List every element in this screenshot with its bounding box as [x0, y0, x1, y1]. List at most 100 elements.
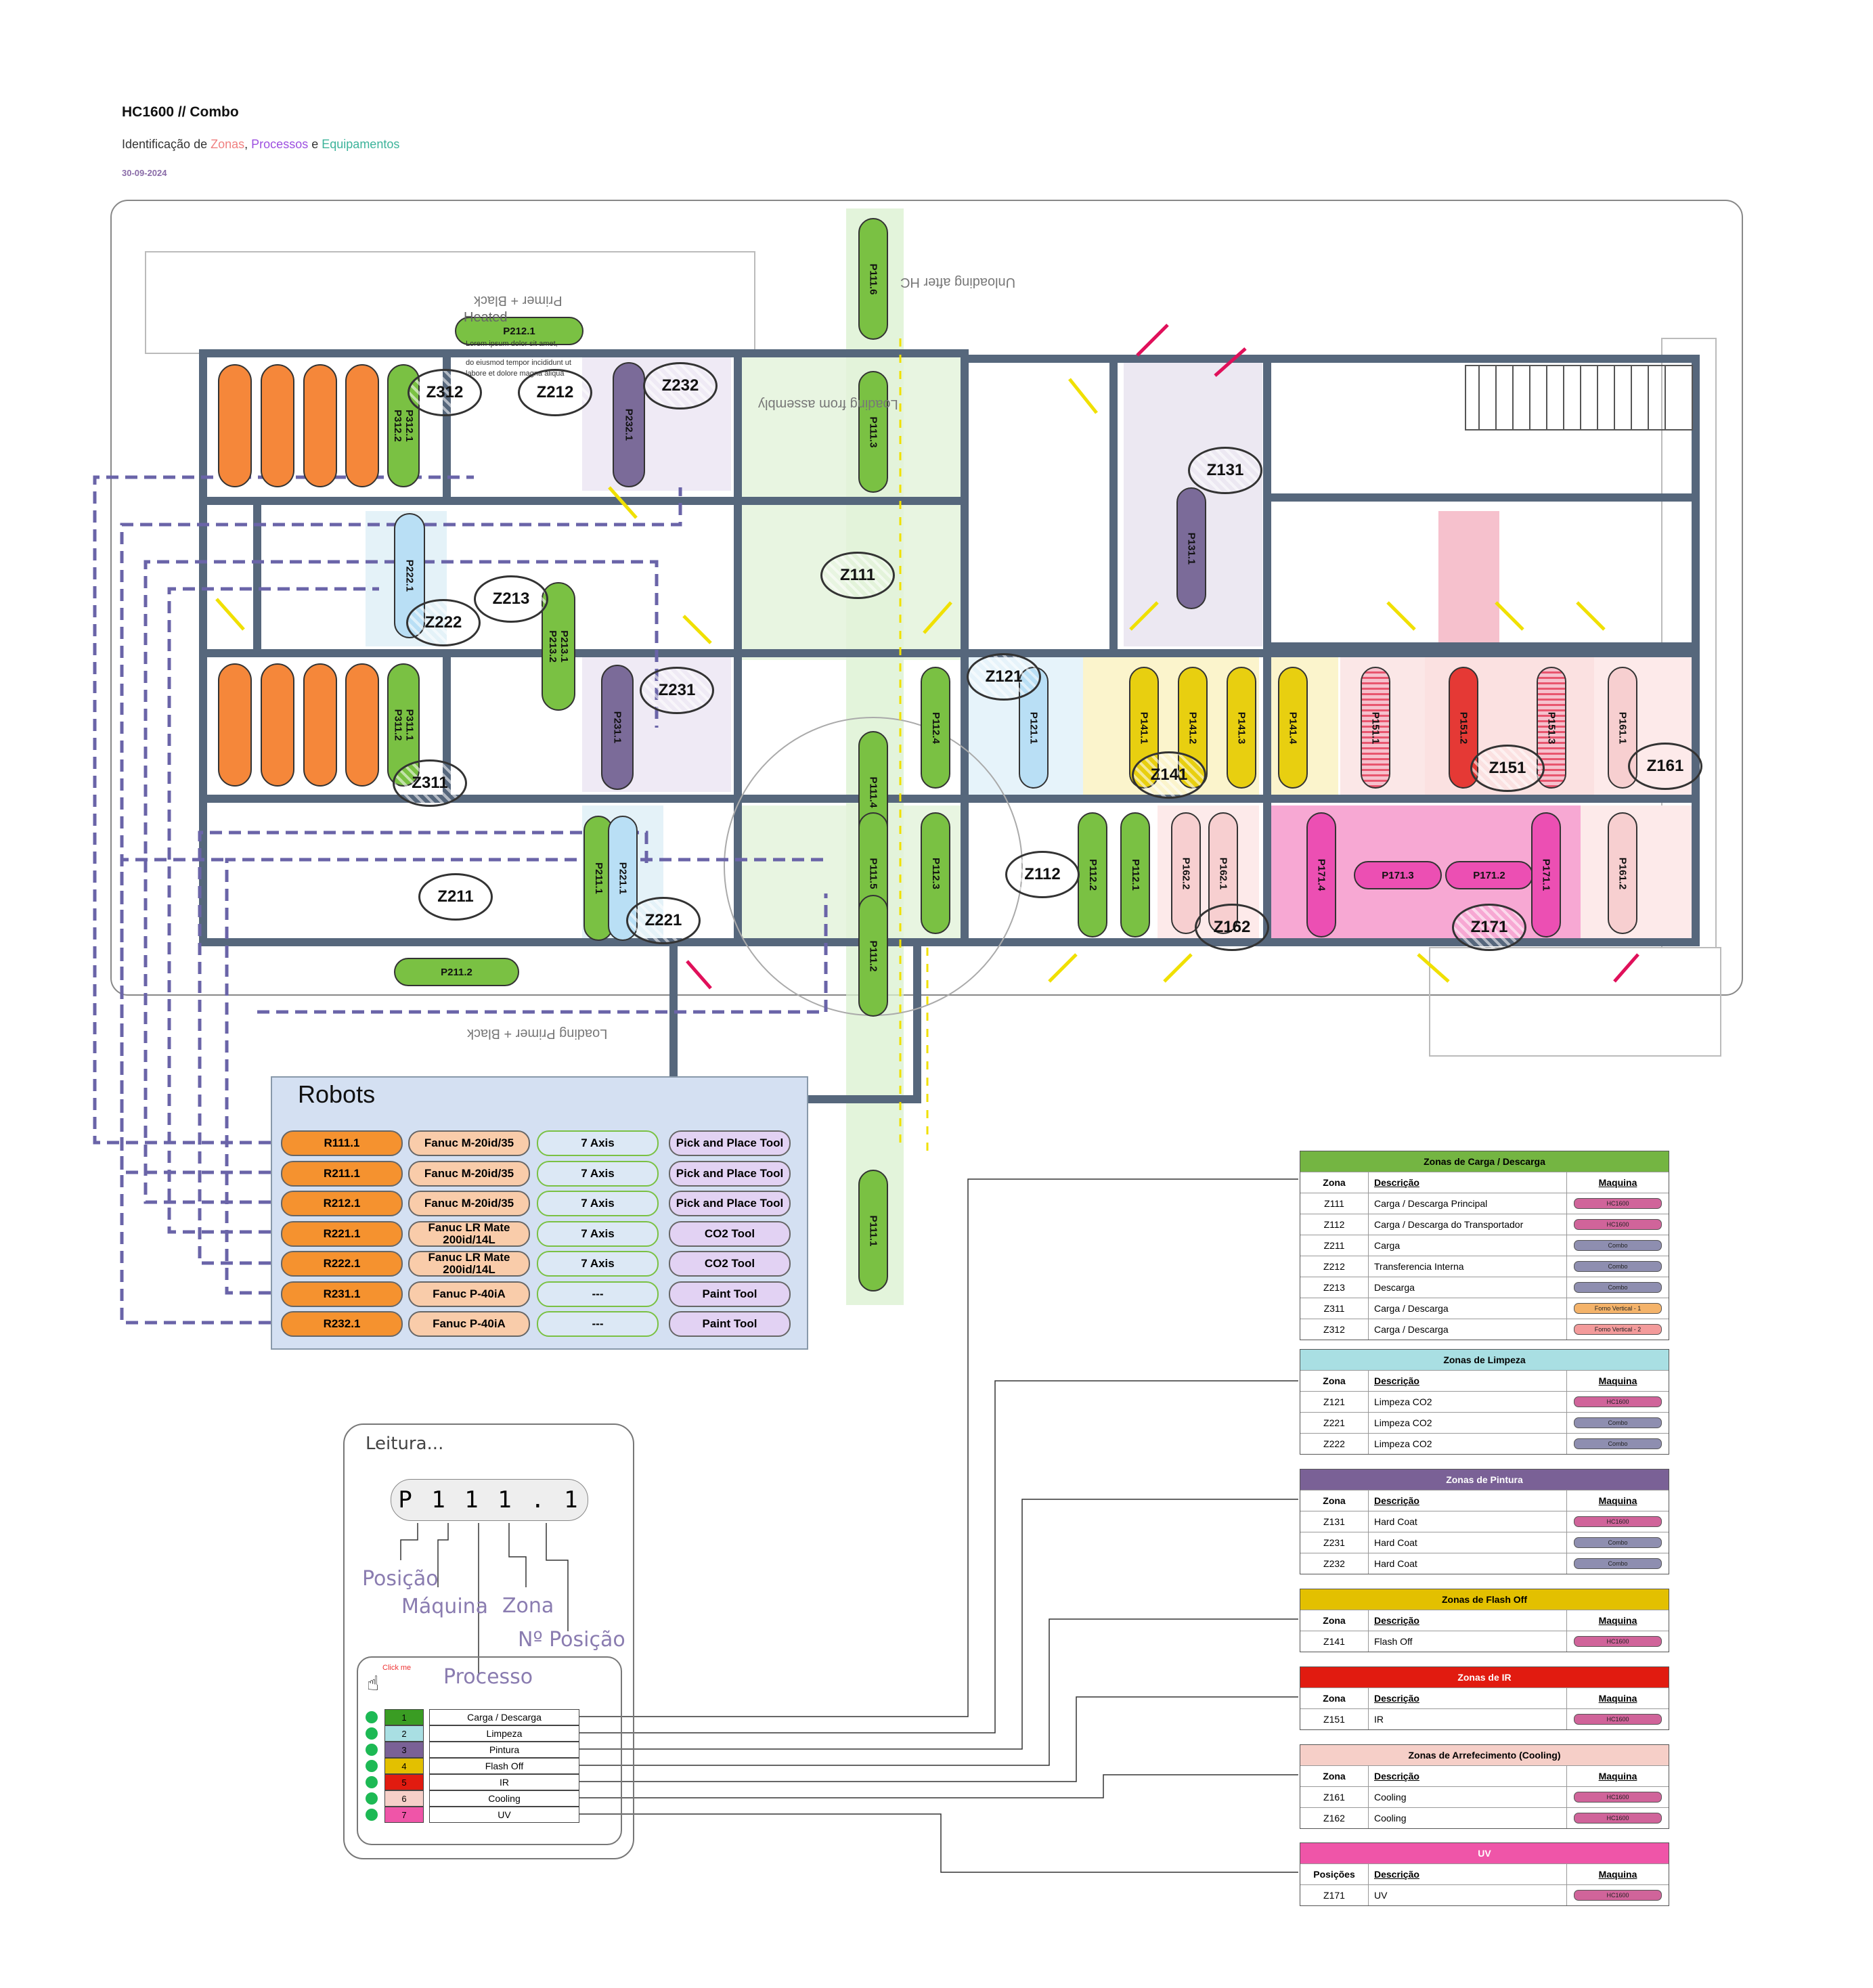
process-label: UV — [429, 1807, 579, 1823]
position-p112-1[interactable]: P112.1 — [1120, 812, 1150, 937]
position-p141-3[interactable]: P141.3 — [1227, 667, 1256, 789]
page-date: 30-09-2024 — [122, 168, 167, 178]
machine-badge: Combo — [1574, 1261, 1662, 1272]
zone-z232[interactable]: Z232 — [643, 362, 718, 410]
robot-model: Fanuc LR Mate 200id/14L — [408, 1251, 530, 1277]
zone-z151[interactable]: Z151 — [1470, 745, 1545, 792]
zone-z222[interactable]: Z222 — [406, 599, 481, 646]
position-p212-1[interactable]: P212.1 — [455, 317, 583, 345]
position-p131-1[interactable]: P131.1 — [1176, 487, 1206, 609]
column-header: Zona — [1300, 1490, 1369, 1511]
robot-tool: Pick and Place Tool — [669, 1130, 791, 1156]
zone-z213[interactable]: Z213 — [474, 575, 548, 623]
machine-cell: Combo — [1567, 1553, 1669, 1574]
robot-tool: Pick and Place Tool — [669, 1160, 791, 1187]
status-dot-icon[interactable] — [366, 1792, 378, 1805]
label-loading-assembly: Loading from assembly — [758, 397, 898, 412]
zone-z231[interactable]: Z231 — [640, 667, 714, 714]
position-p211-2[interactable]: P211.2 — [394, 958, 519, 986]
zone-code: Z111 — [1300, 1193, 1369, 1214]
zone-description: IR — [1369, 1709, 1567, 1729]
column-header: Descrição — [1369, 1864, 1567, 1884]
zone-z112[interactable]: Z112 — [1005, 851, 1080, 898]
position-p112-3[interactable]: P112.3 — [921, 812, 950, 934]
zone-z141[interactable]: Z141 — [1132, 751, 1206, 799]
zone-description: UV — [1369, 1885, 1567, 1905]
position-p161-2[interactable]: P161.2 — [1608, 812, 1637, 934]
upper-bay-outline — [145, 251, 755, 354]
zone-z171[interactable]: Z171 — [1452, 904, 1526, 951]
position-p141-4[interactable]: P141.4 — [1278, 667, 1308, 789]
status-dot-icon[interactable] — [366, 1776, 378, 1788]
status-dot-icon[interactable] — [366, 1711, 378, 1723]
zone-z121[interactable]: Z121 — [967, 653, 1041, 701]
zone-z161[interactable]: Z161 — [1628, 743, 1702, 790]
machine-badge: Forno Vertical - 1 — [1574, 1303, 1662, 1314]
hand-pointer-icon[interactable]: ☝ — [367, 1673, 380, 1695]
status-dot-icon[interactable] — [366, 1809, 378, 1821]
position-p171-1[interactable]: P171.1 — [1531, 812, 1561, 937]
robot-axis: 7 Axis — [537, 1160, 659, 1187]
zone-z212[interactable]: Z212 — [518, 369, 592, 416]
oven-tank — [345, 663, 379, 787]
position-p171-3[interactable]: P171.3 — [1354, 861, 1442, 889]
position-p171-4[interactable]: P171.4 — [1306, 812, 1336, 937]
legend-arrows — [400, 1523, 569, 1675]
zone-code: Z212 — [1300, 1256, 1369, 1277]
legend-panel — [343, 1423, 634, 1859]
position-p111-2[interactable]: P111.2 — [858, 895, 888, 1017]
zone-z211[interactable]: Z211 — [418, 873, 493, 921]
staircase — [1465, 365, 1693, 430]
column-header: Maquina — [1598, 1177, 1637, 1188]
column-header: Maquina — [1598, 1693, 1637, 1704]
status-dot-icon[interactable] — [366, 1744, 378, 1756]
position-p112-2[interactable]: P112.2 — [1078, 812, 1107, 937]
process-number: 6 — [384, 1790, 424, 1807]
zone-z162[interactable]: Z162 — [1195, 904, 1269, 951]
position-p112-4[interactable]: P112.4 — [921, 667, 950, 789]
zone-z312[interactable]: Z312 — [407, 369, 482, 416]
process-number: 1 — [384, 1709, 424, 1725]
process-label: Pintura — [429, 1742, 579, 1758]
oven-tank — [261, 663, 294, 787]
position-p151-2[interactable]: P151.2 — [1449, 667, 1478, 789]
status-dot-icon[interactable] — [366, 1760, 378, 1772]
position-p162-2[interactable]: P162.2 — [1171, 812, 1201, 934]
position-p232-1[interactable]: P232.1 — [613, 362, 645, 487]
status-dot-icon[interactable] — [366, 1727, 378, 1740]
position-p111-1[interactable]: P111.1 — [858, 1170, 888, 1291]
zone-z131[interactable]: Z131 — [1188, 447, 1262, 494]
zone-description: Carga / Descarga — [1369, 1319, 1567, 1340]
position-p231-1[interactable]: P231.1 — [601, 665, 634, 790]
zone-z311[interactable]: Z311 — [393, 759, 467, 807]
legend-posicao: Posição — [362, 1567, 439, 1591]
position-p171-2[interactable]: P171.2 — [1445, 861, 1533, 889]
position-p151-1[interactable]: P151.1 — [1361, 667, 1390, 789]
zone-z221[interactable]: Z221 — [626, 897, 701, 944]
position-p111-3[interactable]: P111.3 — [858, 371, 888, 493]
subtitle-processos: Processos — [251, 137, 309, 151]
column-header: Maquina — [1598, 1375, 1637, 1386]
machine-badge: HC1600 — [1574, 1714, 1662, 1725]
column-header: Descrição — [1369, 1766, 1567, 1786]
column-header: Descrição — [1369, 1172, 1567, 1193]
column-header: Posições — [1300, 1864, 1369, 1884]
zone-table-title: Zonas de Arrefecimento (Cooling) — [1300, 1745, 1669, 1765]
zone-z111[interactable]: Z111 — [820, 552, 895, 599]
label-loading-primer: Loading Primer + Black — [467, 1026, 608, 1041]
position-p111-6[interactable]: P111.6 — [858, 218, 888, 340]
robot-model: Fanuc LR Mate 200id/14L — [408, 1220, 530, 1247]
